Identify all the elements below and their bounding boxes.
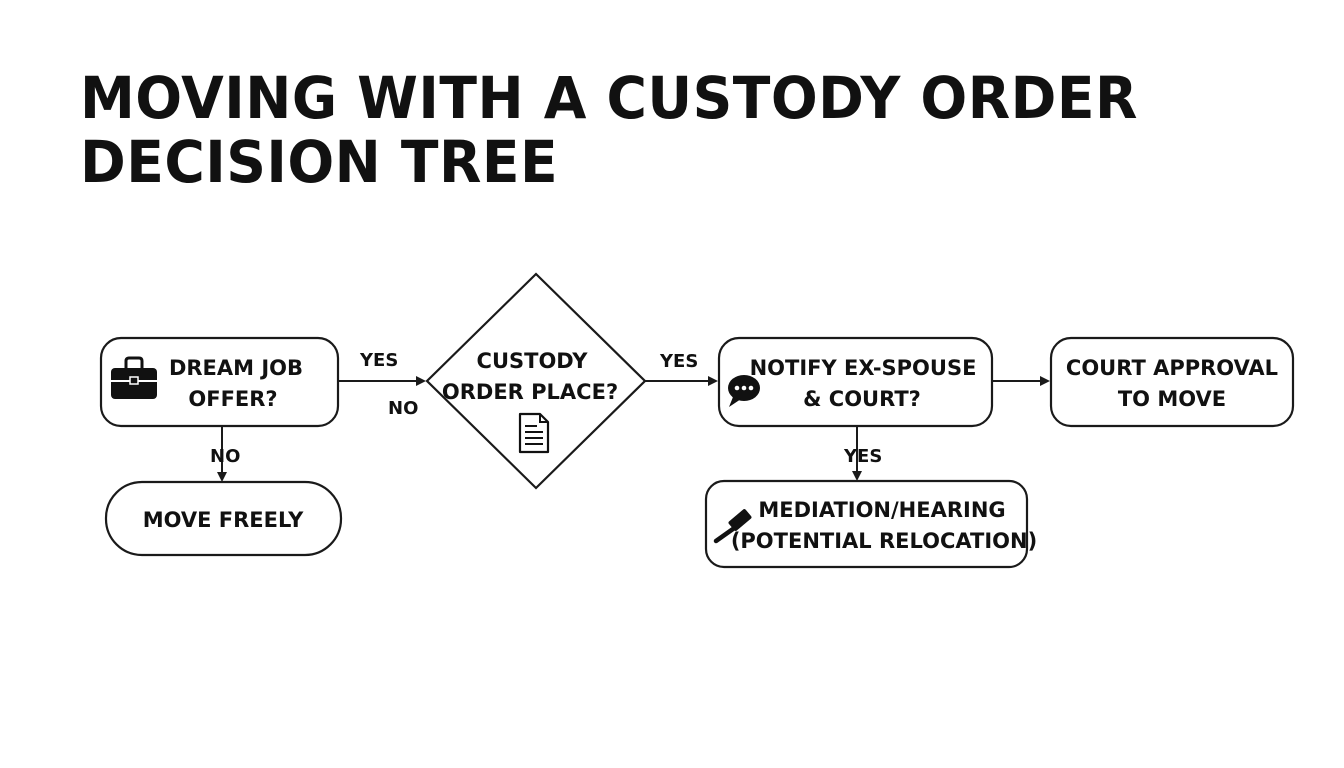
dream-job-label-line-2: OFFER?	[188, 387, 277, 411]
edge-custody-to-notify	[645, 376, 718, 386]
node-court-approval: COURT APPROVAL TO MOVE	[1049, 336, 1295, 428]
mediation-label-line-2: (POTENTIAL RELOCATION)	[731, 529, 1037, 553]
edge-label-yes-mediation: YES	[843, 446, 882, 467]
briefcase-icon	[111, 356, 157, 399]
node-mediation-hearing: MEDIATION/HEARING (POTENTIAL RELOCATION)	[704, 479, 1037, 569]
custody-label-line-1: CUSTODY	[477, 349, 589, 373]
document-icon	[518, 412, 550, 454]
court-approval-label-line-1: COURT APPROVAL	[1066, 356, 1278, 380]
notify-label-line-1: NOTIFY EX-SPOUSE	[750, 356, 977, 380]
mediation-label-line-1: MEDIATION/HEARING	[758, 498, 1005, 522]
edge-label-no-custody: NO	[388, 398, 418, 419]
edge-job-to-custody	[338, 376, 426, 386]
gavel-icon	[713, 509, 752, 544]
edge-notify-to-mediation	[852, 426, 862, 481]
node-custody-order-place: CUSTODY ORDER PLACE?	[425, 272, 647, 490]
edge-label-yes-notify: YES	[659, 351, 698, 372]
court-approval-label-line-2: TO MOVE	[1118, 387, 1226, 411]
edge-label-no-move: NO	[210, 446, 240, 467]
move-freely-label: MOVE FREELY	[143, 508, 304, 532]
dream-job-label-line-1: DREAM JOB	[169, 356, 303, 380]
node-move-freely: MOVE FREELY	[104, 480, 343, 557]
speech-bubble-icon	[728, 375, 760, 407]
title-line-2: DECISION TREE	[80, 128, 559, 196]
edge-job-to-move-freely	[217, 426, 227, 482]
edge-notify-to-court-approval	[992, 376, 1050, 386]
edge-label-yes-job: YES	[359, 350, 398, 371]
notify-label-line-2: & COURT?	[803, 387, 921, 411]
node-dream-job-offer: DREAM JOB OFFER?	[99, 336, 340, 428]
node-notify-ex-spouse: NOTIFY EX-SPOUSE & COURT?	[717, 336, 994, 428]
custody-label-line-2: ORDER PLACE?	[442, 380, 618, 404]
title-line-1: MOVING WITH A CUSTODY ORDER	[80, 64, 1138, 132]
page-title: MOVING WITH A CUSTODY ORDER DECISION TRE…	[80, 66, 1138, 194]
